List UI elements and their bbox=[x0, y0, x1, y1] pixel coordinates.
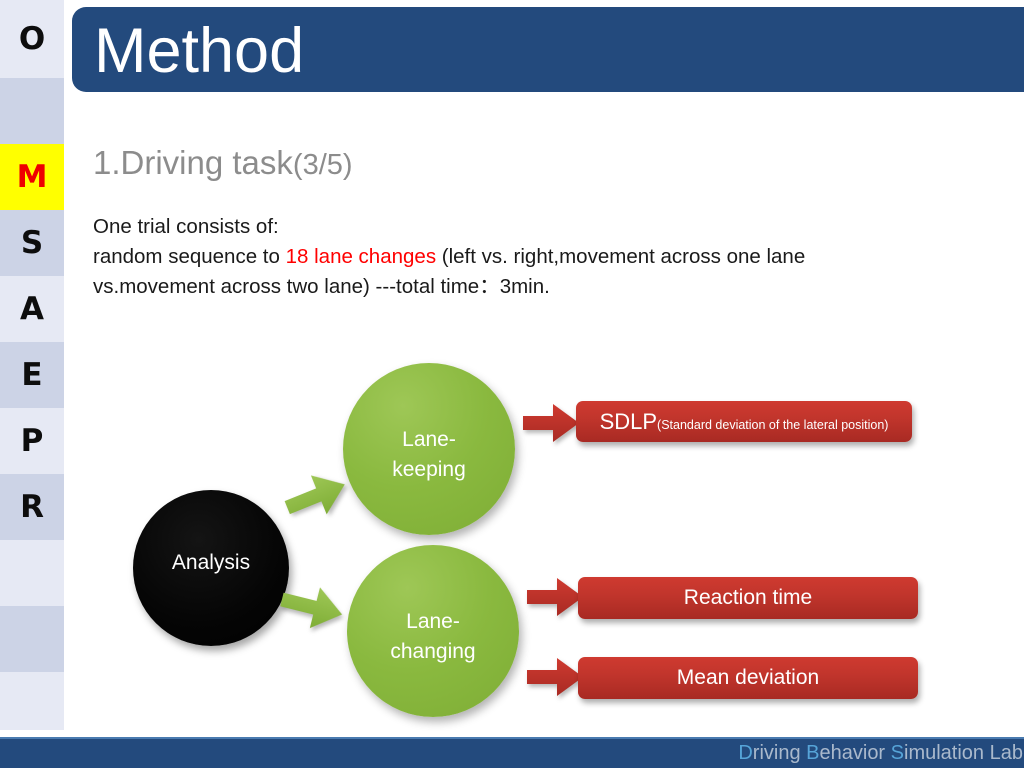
node-lane-keeping-label-line2: keeping bbox=[392, 458, 466, 481]
sidebar-band-e[interactable]: E bbox=[0, 342, 64, 408]
sidebar-band-o[interactable]: O bbox=[0, 0, 64, 78]
sidebar-band-blank-4[interactable] bbox=[0, 672, 64, 730]
sidebar-letter-e: E bbox=[21, 356, 43, 393]
arrow-right-red-icon bbox=[527, 658, 583, 696]
node-lane-keeping[interactable]: Lane-keeping bbox=[343, 363, 515, 535]
outcome-sdlp[interactable]: SDLP(Standard deviation of the lateral p… bbox=[576, 401, 912, 442]
body-highlight-lane-changes: 18 lane changes bbox=[285, 245, 437, 268]
footer-rest-simulation: imulation bbox=[904, 742, 985, 764]
body-line-2-post: (left vs. right,movement across one lane bbox=[436, 245, 806, 268]
outcome-reaction-time[interactable]: Reaction time bbox=[578, 577, 918, 619]
arrow-right-red-icon bbox=[523, 404, 579, 442]
section-headline: 1.Driving task(3/5) bbox=[93, 143, 353, 183]
body-line-1: One trial consists of: bbox=[93, 215, 279, 238]
headline-main: 1.Driving task bbox=[93, 144, 293, 181]
slide-title-bar: Method bbox=[72, 7, 1024, 92]
footer-rest-driving: riving bbox=[752, 742, 801, 764]
arrow-right-green-icon bbox=[284, 475, 345, 515]
sidebar-band-a[interactable]: A bbox=[0, 276, 64, 342]
outcome-reaction-time-label: Reaction time bbox=[683, 586, 813, 609]
body-line-2: random sequence to 18 lane changes (left… bbox=[93, 242, 973, 272]
outcome-mean-deviation-label: Mean deviation bbox=[676, 666, 820, 689]
body-line-2-pre: random sequence to bbox=[93, 245, 286, 268]
arrow-right-red-icon bbox=[527, 578, 583, 616]
footer-lab-name: Driving Behavior Simulation Lab bbox=[738, 739, 1023, 768]
outcome-sdlp-text: SDLP(Standard deviation of the lateral p… bbox=[600, 409, 889, 435]
sidebar-letter-r: R bbox=[20, 488, 44, 525]
headline-sub: (3/5) bbox=[292, 149, 353, 181]
footer-cap-b: B bbox=[806, 742, 820, 764]
outcome-sdlp-abbrev: SDLP bbox=[599, 408, 658, 434]
sidebar-band-blank-1[interactable] bbox=[0, 78, 64, 144]
node-lane-changing-label: Lane-changing bbox=[390, 607, 475, 667]
sidebar-band-p[interactable]: P bbox=[0, 408, 64, 474]
arrow-right-green-icon bbox=[280, 587, 343, 629]
body-line-3: vs.movement across two lane) ---total ti… bbox=[93, 275, 550, 298]
node-lane-keeping-label-line1: Lane- bbox=[402, 428, 456, 451]
sidebar-band-r[interactable]: R bbox=[0, 474, 64, 540]
footer-cap-s: S bbox=[890, 742, 905, 764]
footer-word-lab: Lab bbox=[984, 742, 1023, 764]
outcome-mean-deviation[interactable]: Mean deviation bbox=[578, 657, 918, 699]
body-paragraph: One trial consists of: random sequence t… bbox=[93, 212, 973, 302]
node-lane-changing-label-line1: Lane- bbox=[406, 610, 460, 633]
node-lane-changing[interactable]: Lane-changing bbox=[347, 545, 519, 717]
sidebar-letter-p: P bbox=[20, 422, 44, 459]
sidebar-letter-o: O bbox=[18, 20, 46, 57]
footer-rest-behavior: ehavior bbox=[819, 742, 886, 764]
sidebar-band-s[interactable]: S bbox=[0, 210, 64, 276]
node-analysis-label: Analysis bbox=[171, 551, 251, 574]
sidebar-band-blank-2[interactable] bbox=[0, 540, 64, 606]
footer-cap-d: D bbox=[738, 742, 753, 764]
node-lane-keeping-label: Lane-keeping bbox=[392, 425, 466, 485]
sidebar-band-blank-3[interactable] bbox=[0, 606, 64, 672]
sidebar-letter-m: M bbox=[16, 158, 48, 195]
node-lane-changing-label-line2: changing bbox=[390, 640, 476, 663]
page-title: Method bbox=[94, 16, 305, 86]
sidebar-band-m[interactable]: M bbox=[0, 144, 64, 210]
slide-footer-bar: Driving Behavior Simulation Lab bbox=[0, 737, 1024, 768]
sidebar-acronym-strip: O M S A E P R bbox=[0, 0, 64, 730]
outcome-sdlp-expansion: (Standard deviation of the lateral posit… bbox=[657, 417, 889, 432]
node-analysis[interactable]: Analysis bbox=[133, 490, 289, 646]
sidebar-letter-a: A bbox=[20, 290, 44, 327]
sidebar-letter-s: S bbox=[20, 224, 44, 261]
